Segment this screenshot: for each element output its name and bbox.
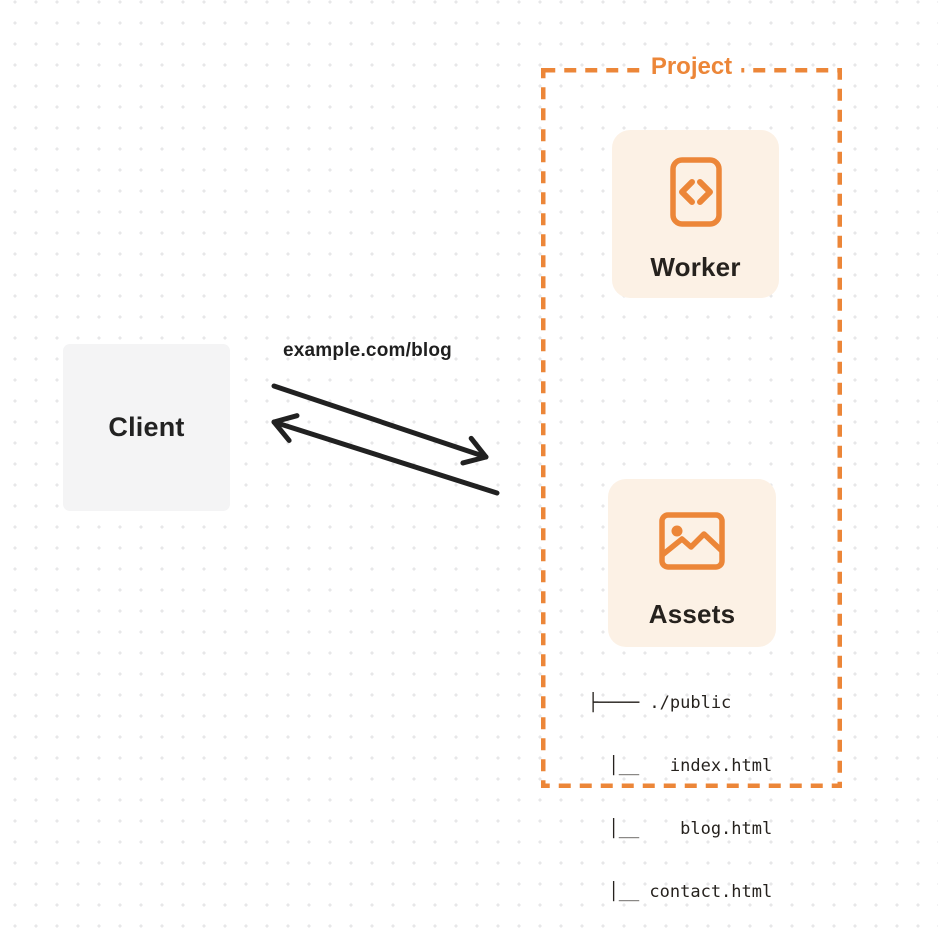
public-directory-file-tree: ├──── ./public │__ index.html │__ blog.h… [588,651,772,945]
client-label: Client [108,412,185,442]
worker-label: Worker [650,252,741,282]
file-tree-line-contact: │__ contact.html [588,882,773,902]
client-box: Client [63,344,230,511]
file-tree-line-public: ├──── ./public [588,693,732,713]
file-tree-line-blog: │__ blog.html [588,819,773,839]
project-title: Project [641,53,742,80]
project-container: Project Worker Assets ├──── ./public │__… [541,53,842,902]
diagram-canvas: { "diagram": { "client": { "label": "Cli… [0,0,938,902]
worker-card: Worker [612,130,779,298]
assets-card: Assets [608,479,776,647]
image-icon [659,512,725,570]
response-arrow [271,413,500,496]
request-arrow [271,383,489,466]
code-document-icon [669,157,722,227]
request-url-label: example.com/blog [283,340,452,361]
assets-label: Assets [648,599,736,629]
file-tree-line-index: │__ index.html [588,756,773,776]
